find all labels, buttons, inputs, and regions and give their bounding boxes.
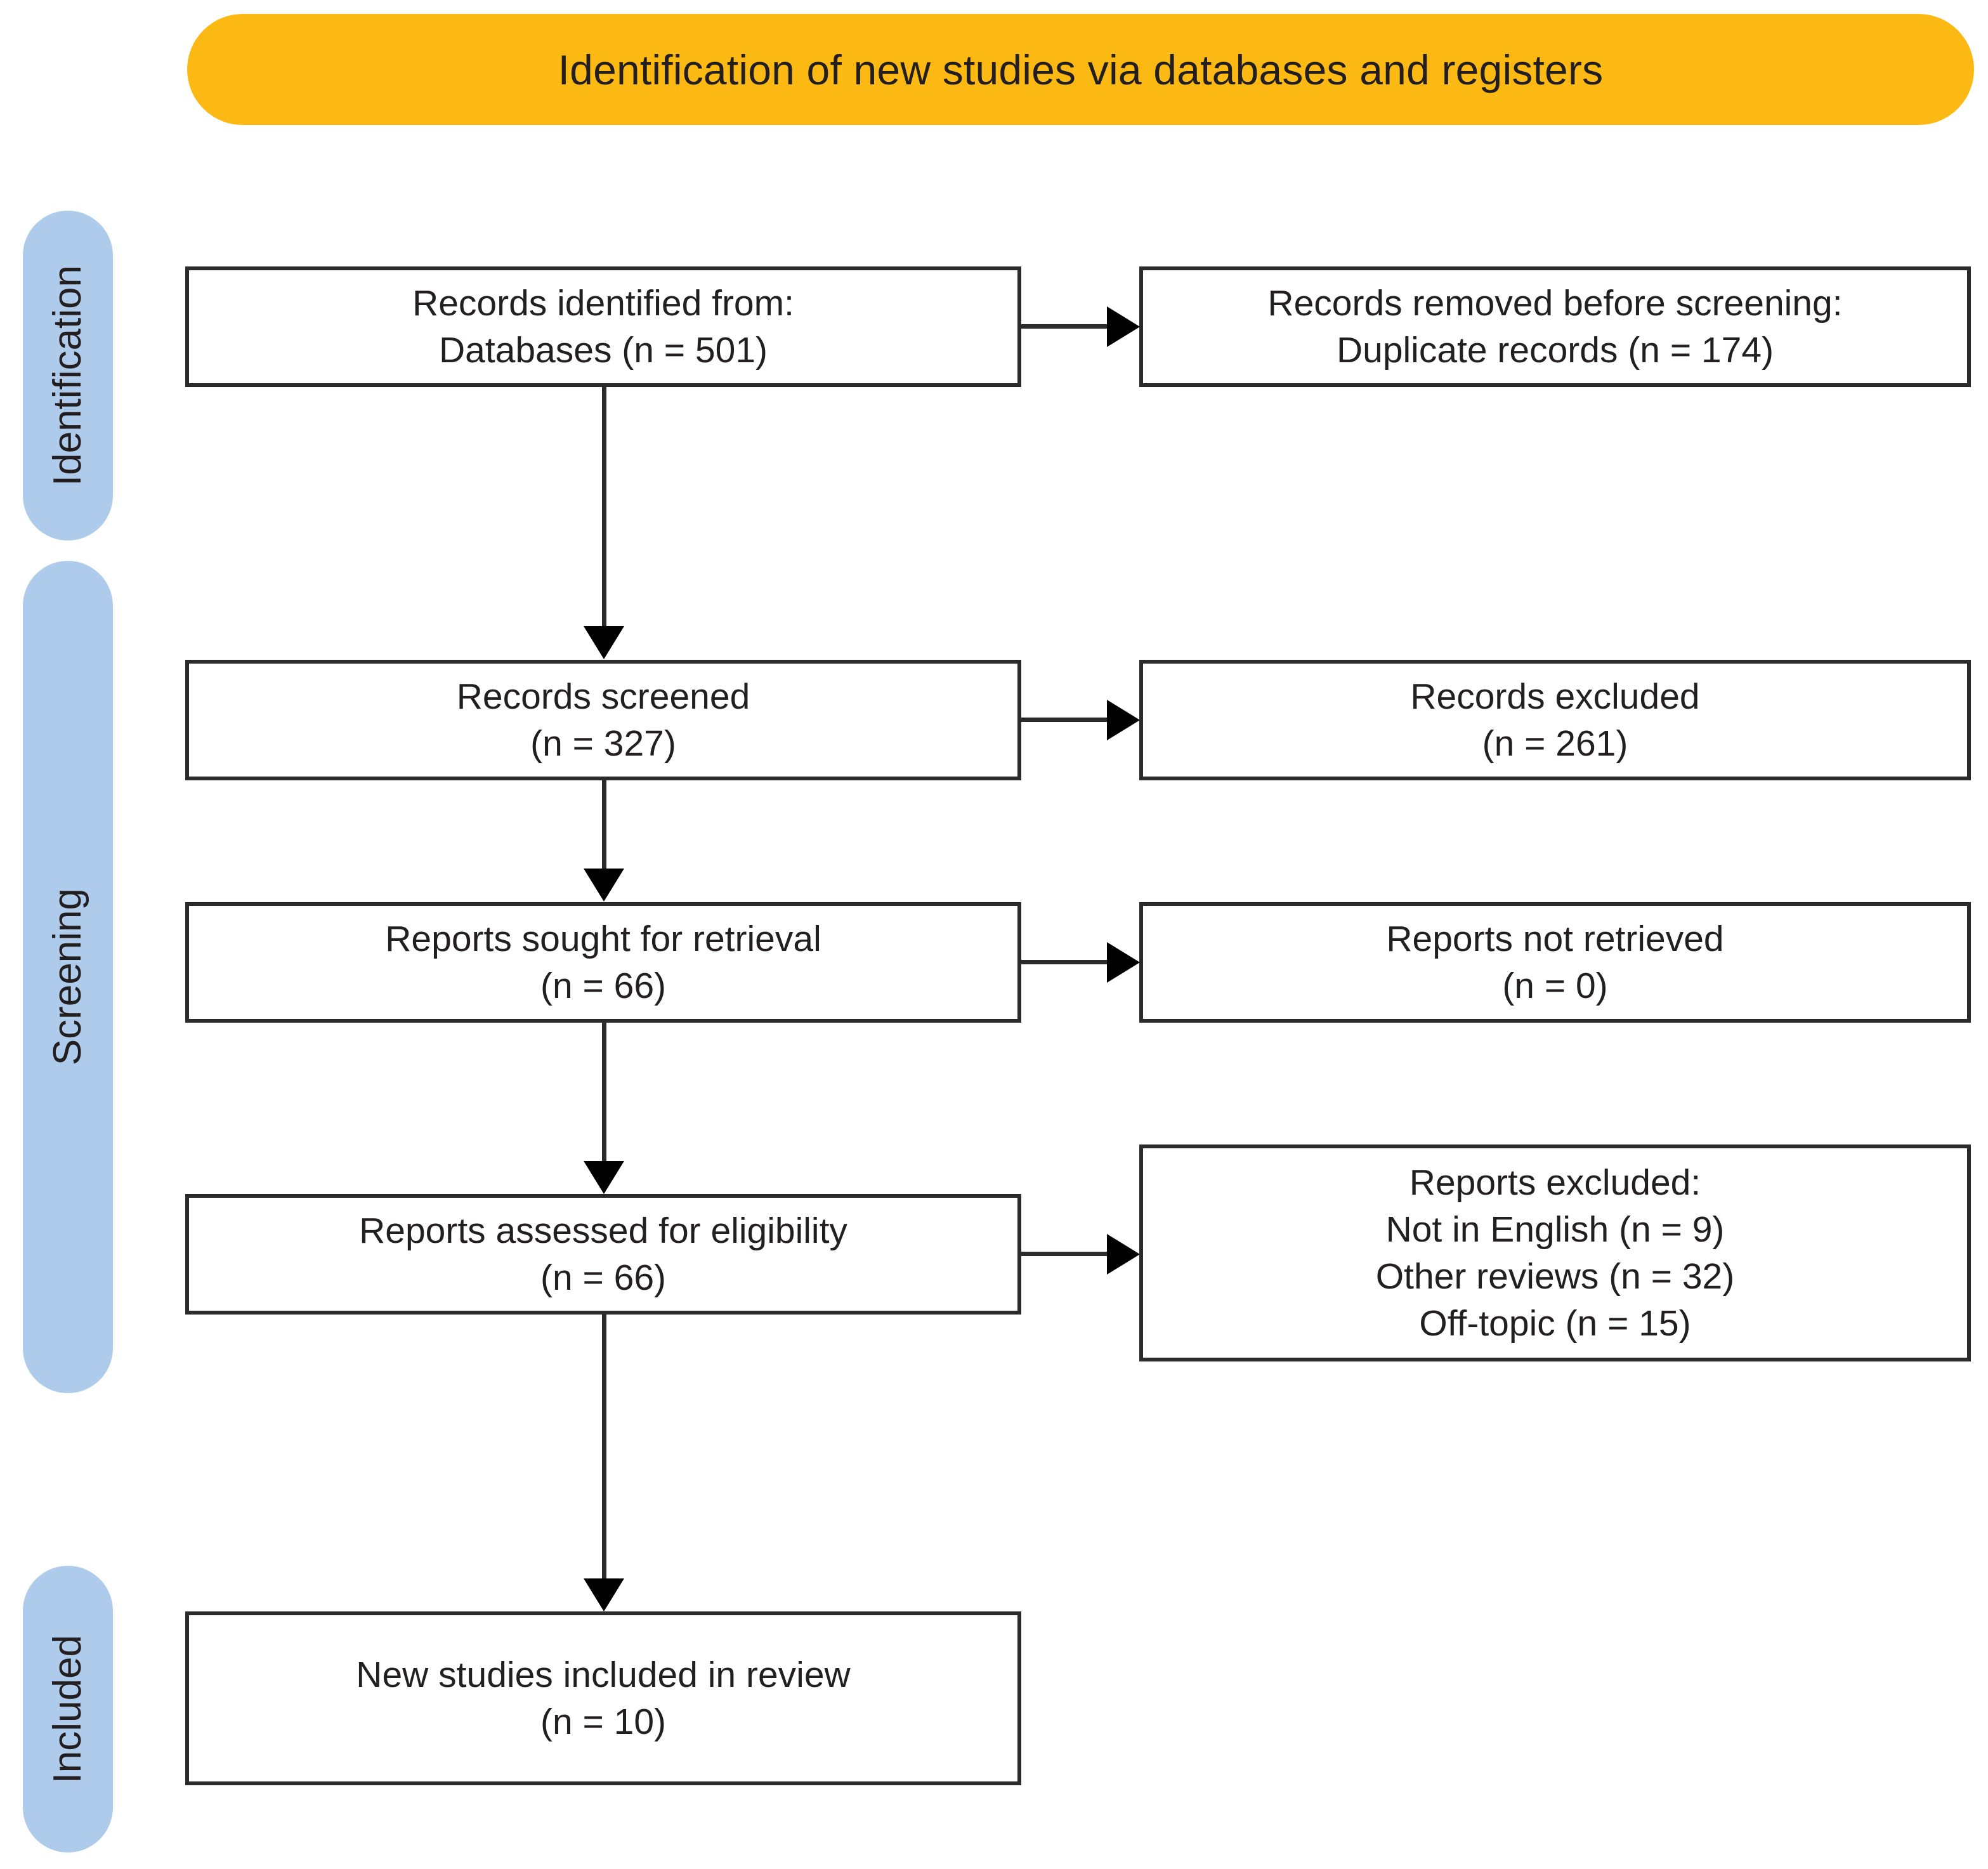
- box-records-identified: Records identified from: Databases (n = …: [185, 266, 1021, 387]
- stage-pill-included: Included: [23, 1566, 113, 1853]
- box-reports-excluded-line2: Not in English (n = 9): [1385, 1209, 1725, 1250]
- box-records-removed: Records removed before screening: Duplic…: [1139, 266, 1971, 387]
- box-records-excluded-line1: Records excluded: [1410, 676, 1700, 717]
- box-reports-not-retrieved-line2: (n = 0): [1502, 966, 1608, 1006]
- connector-line: [602, 1023, 606, 1161]
- arrow-down-icon: [584, 1161, 624, 1194]
- arrow-right-icon: [1107, 942, 1140, 983]
- box-reports-sought-line1: Reports sought for retrieval: [385, 918, 821, 959]
- connector-line: [602, 387, 606, 626]
- box-records-identified-line2: Databases (n = 501): [438, 330, 768, 371]
- box-reports-sought-line2: (n = 66): [540, 966, 667, 1006]
- box-reports-not-retrieved-line1: Reports not retrieved: [1386, 918, 1724, 959]
- box-records-excluded-line2: (n = 261): [1482, 723, 1628, 764]
- box-records-screened: Records screened (n = 327): [185, 660, 1021, 780]
- box-new-studies-included-line2: (n = 10): [540, 1702, 667, 1742]
- connector-line: [1021, 960, 1107, 964]
- box-reports-excluded-line1: Reports excluded:: [1409, 1162, 1701, 1203]
- box-records-excluded: Records excluded (n = 261): [1139, 660, 1971, 780]
- stage-label-included: Included: [46, 1634, 89, 1784]
- box-reports-assessed-line2: (n = 66): [540, 1257, 667, 1298]
- box-reports-not-retrieved: Reports not retrieved (n = 0): [1139, 902, 1971, 1023]
- arrow-right-icon: [1107, 306, 1140, 347]
- arrow-right-icon: [1107, 1234, 1140, 1275]
- box-reports-assessed-line1: Reports assessed for eligibility: [359, 1210, 847, 1251]
- box-reports-excluded-line3: Other reviews (n = 32): [1375, 1256, 1735, 1297]
- arrow-down-icon: [584, 626, 624, 659]
- connector-line: [1021, 718, 1107, 722]
- box-reports-excluded-line4: Off-topic (n = 15): [1419, 1303, 1691, 1344]
- box-new-studies-included: New studies included in review (n = 10): [185, 1611, 1021, 1785]
- box-reports-sought: Reports sought for retrieval (n = 66): [185, 902, 1021, 1023]
- box-reports-excluded: Reports excluded: Not in English (n = 9)…: [1139, 1144, 1971, 1361]
- box-records-identified-line1: Records identified from:: [412, 282, 794, 324]
- arrow-right-icon: [1107, 700, 1140, 740]
- box-records-screened-line2: (n = 327): [530, 723, 676, 764]
- box-records-removed-line1: Records removed before screening:: [1267, 282, 1843, 324]
- connector-line: [1021, 1252, 1107, 1256]
- connector-line: [602, 780, 606, 869]
- stage-label-screening: Screening: [46, 888, 89, 1066]
- connector-line: [1021, 324, 1107, 329]
- box-new-studies-included-line1: New studies included in review: [356, 1654, 851, 1695]
- box-reports-assessed: Reports assessed for eligibility (n = 66…: [185, 1194, 1021, 1315]
- arrow-down-icon: [584, 869, 624, 902]
- stage-pill-screening: Screening: [23, 561, 113, 1393]
- arrow-down-icon: [584, 1578, 624, 1611]
- box-records-removed-line2: Duplicate records (n = 174): [1336, 330, 1774, 371]
- diagram-header-banner: Identification of new studies via databa…: [187, 14, 1974, 125]
- box-records-screened-line1: Records screened: [456, 676, 750, 717]
- stage-pill-identification: Identification: [23, 211, 113, 541]
- connector-line: [602, 1315, 606, 1578]
- page-title: Identification of new studies via databa…: [558, 46, 1604, 93]
- stage-label-identification: Identification: [46, 265, 89, 487]
